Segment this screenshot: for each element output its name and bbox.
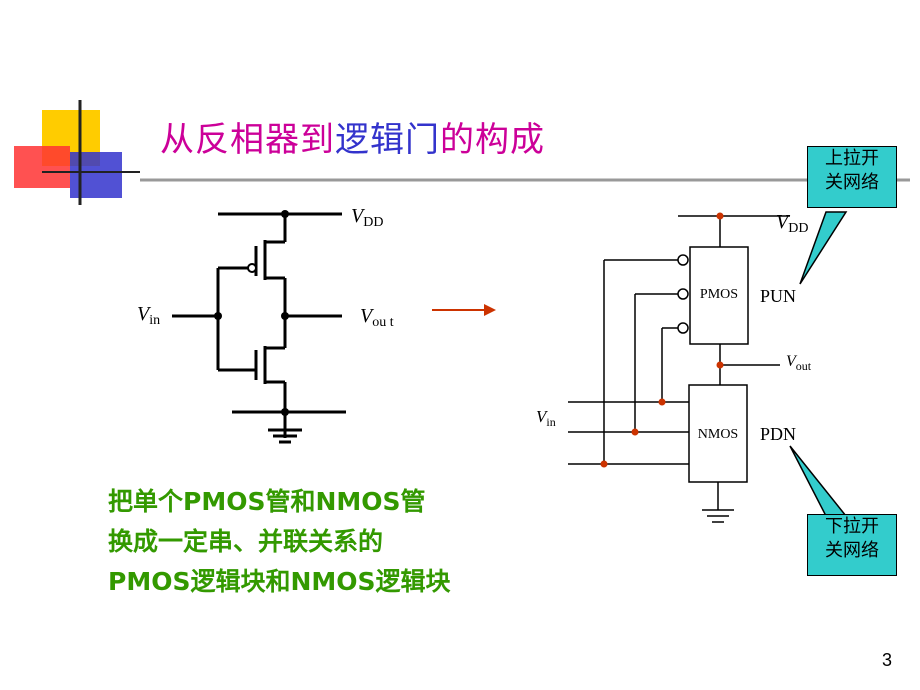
pmos-block — [689, 246, 749, 345]
inverter-vout-label: Vou t — [360, 305, 394, 330]
network-vin-label: Vin — [536, 407, 556, 429]
body-line-2: 换成一定串、并联关系的 — [108, 527, 384, 556]
pulldown-callout: 下拉开 关网络 — [807, 514, 897, 576]
pullup-callout: 上拉开 关网络 — [807, 146, 897, 208]
transform-arrow — [432, 304, 496, 316]
inverter-vdd-label: VDD — [351, 205, 383, 230]
nmos-block — [688, 384, 748, 483]
title-part-1: 从反相器到 — [160, 120, 335, 160]
logo-red-block — [14, 146, 70, 188]
logic-network-circuit — [568, 215, 790, 523]
network-junctions — [600, 212, 724, 468]
title-part-3: 的构成 — [440, 120, 545, 160]
page-number: 3 — [881, 650, 892, 670]
body-line-3: PMOS逻辑块和NMOS逻辑块 — [108, 567, 451, 596]
network-vout-label: Vout — [786, 353, 812, 373]
pulldown-callout-pointer — [789, 445, 848, 517]
inverter-junctions — [214, 210, 289, 416]
network-vdd-label: VDD — [776, 211, 808, 236]
body-line-1: 把单个PMOS管和NMOS管 — [108, 487, 426, 516]
decorative-logo — [14, 100, 140, 205]
pullup-callout-line-1: 上拉开 — [825, 148, 879, 169]
pmos-input-bubble — [677, 254, 689, 266]
pullup-callout-line-2: 关网络 — [825, 172, 879, 193]
pullup-callout-pointer — [799, 211, 848, 285]
body-text: 把单个PMOS管和NMOS管 换成一定串、并联关系的 PMOS逻辑块和NMOS逻… — [108, 482, 451, 602]
inverter-circuit — [172, 212, 346, 444]
pulldown-callout-line-1: 下拉开 — [825, 516, 879, 537]
nmos-block-label: NMOS — [698, 427, 738, 442]
pmos-block-label: PMOS — [700, 287, 738, 302]
pulldown-callout-line-2: 关网络 — [825, 540, 879, 561]
pmos-input-bubble — [677, 288, 689, 300]
pmos-bubble — [247, 263, 257, 273]
title-part-2: 逻辑门 — [335, 120, 440, 160]
pmos-input-bubble — [677, 322, 689, 334]
slide-title: 从反相器到逻辑门的构成 — [160, 112, 545, 161]
logo-blue-block — [70, 152, 122, 198]
pdn-label: PDN — [760, 424, 796, 444]
pun-label: PUN — [760, 286, 796, 306]
inverter-vin-label: Vin — [137, 303, 160, 328]
